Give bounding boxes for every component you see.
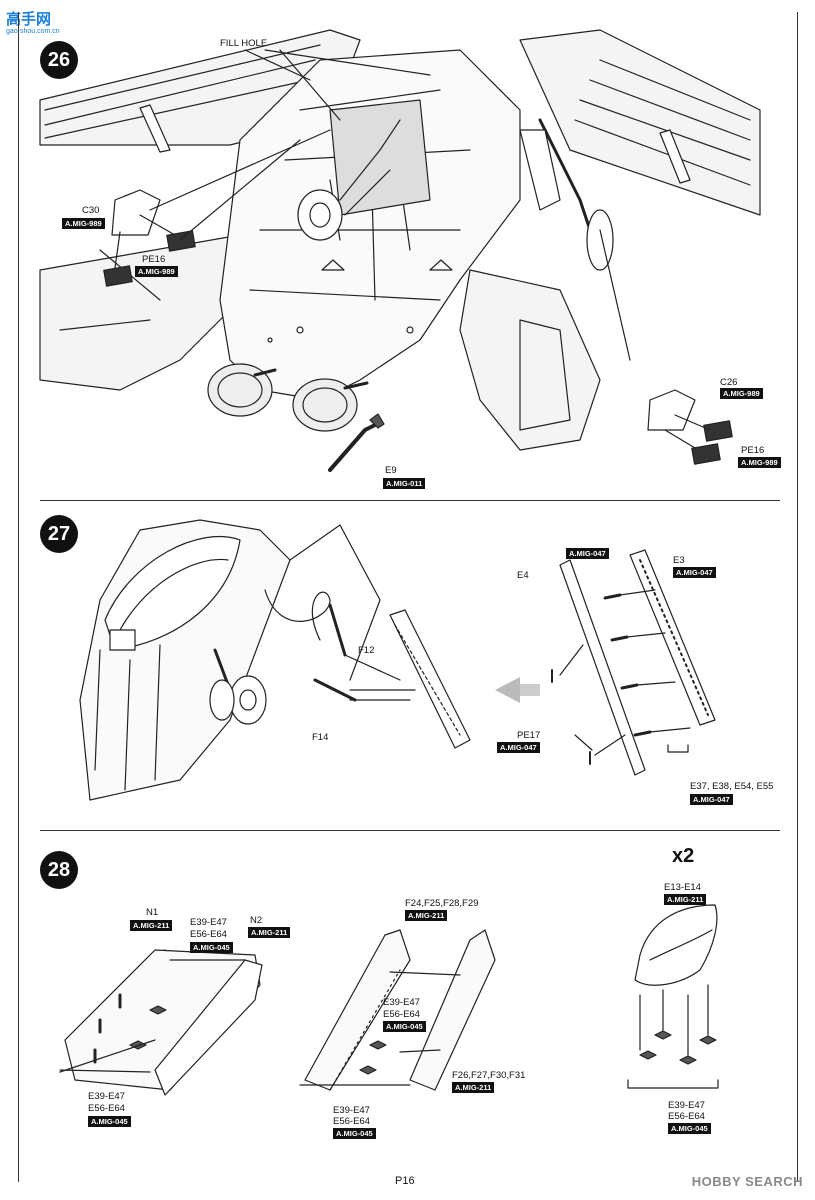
paint-code-tag: A.MIG-211 (664, 894, 707, 905)
part-label: E9 (385, 465, 397, 476)
paint-code-tag: A.MIG-989 (135, 266, 178, 277)
step-28-pylons (59, 904, 719, 1096)
paint-code-tag: A.MIG-045 (333, 1128, 376, 1139)
part-label: E56-E64 (383, 1009, 420, 1020)
page-frame (18, 12, 798, 1182)
paint-code-tag: A.MIG-989 (738, 457, 781, 468)
part-label: E39-E47 (383, 997, 420, 1008)
part-label: E4 (517, 570, 529, 581)
paint-code-tag: A.MIG-047 (497, 742, 540, 753)
part-label: E39-E47 (190, 917, 227, 928)
part-label: N1 (146, 907, 159, 918)
paint-code-tag: A.MIG-989 (720, 388, 763, 399)
part-label: E56-E64 (88, 1103, 125, 1114)
part-label: E13-E14 (664, 882, 701, 893)
watermark-logo: 高手网 (6, 11, 52, 28)
part-label: E39-E47 (668, 1100, 705, 1111)
part-label: E3 (673, 555, 685, 566)
paint-code-tag: A.MIG-011 (383, 478, 426, 489)
fill-hole-label: FILL HOLE (220, 38, 268, 49)
paint-code-tag: A.MIG-047 (673, 567, 716, 578)
part-label: C30 (82, 205, 100, 216)
paint-code-tag: A.MIG-045 (383, 1021, 426, 1032)
paint-code-tag: A.MIG-047 (566, 548, 609, 559)
paint-code-tag: A.MIG-045 (190, 942, 233, 953)
paint-code-tag: A.MIG-211 (452, 1082, 495, 1093)
section-divider (40, 830, 780, 831)
step-26-aircraft-underside (39, 29, 761, 472)
part-label: E37, E38, E54, E55 (690, 781, 774, 792)
part-label: F14 (312, 732, 329, 743)
part-label: N2 (250, 915, 263, 926)
watermark-url: gao-shou.com.cn (6, 28, 60, 35)
part-label: E39-E47 (88, 1091, 125, 1102)
part-label: F24,F25,F28,F29 (405, 898, 479, 909)
paint-code-tag: A.MIG-211 (130, 920, 173, 931)
part-label: E39-E47 (333, 1105, 370, 1116)
page-number: P16 (395, 1175, 415, 1187)
part-label: PE17 (517, 730, 541, 741)
part-label: F26,F27,F30,F31 (452, 1070, 526, 1081)
step-number: 28 (40, 851, 78, 889)
step-27-nose-gear (79, 519, 716, 801)
multiplier-label: x2 (672, 845, 695, 867)
part-label: E56-E64 (668, 1111, 705, 1122)
part-label: E56-E64 (190, 929, 227, 940)
paint-code-tag: A.MIG-045 (88, 1116, 131, 1127)
step-number: 27 (40, 515, 78, 553)
paint-code-tag: A.MIG-989 (62, 218, 105, 229)
part-label: C26 (720, 377, 738, 388)
step-number: 26 (40, 41, 78, 79)
paint-code-tag: A.MIG-211 (248, 927, 291, 938)
paint-code-tag: A.MIG-045 (668, 1123, 711, 1134)
part-label: E56-E64 (333, 1116, 370, 1127)
part-label: F12 (358, 645, 375, 656)
paint-code-tag: A.MIG-047 (690, 794, 733, 805)
watermark-hobbysearch: HOBBY SEARCH (691, 1174, 803, 1189)
section-divider (40, 500, 780, 501)
part-label: PE16 (142, 254, 166, 265)
part-label: PE16 (741, 445, 765, 456)
paint-code-tag: A.MIG-211 (405, 910, 448, 921)
